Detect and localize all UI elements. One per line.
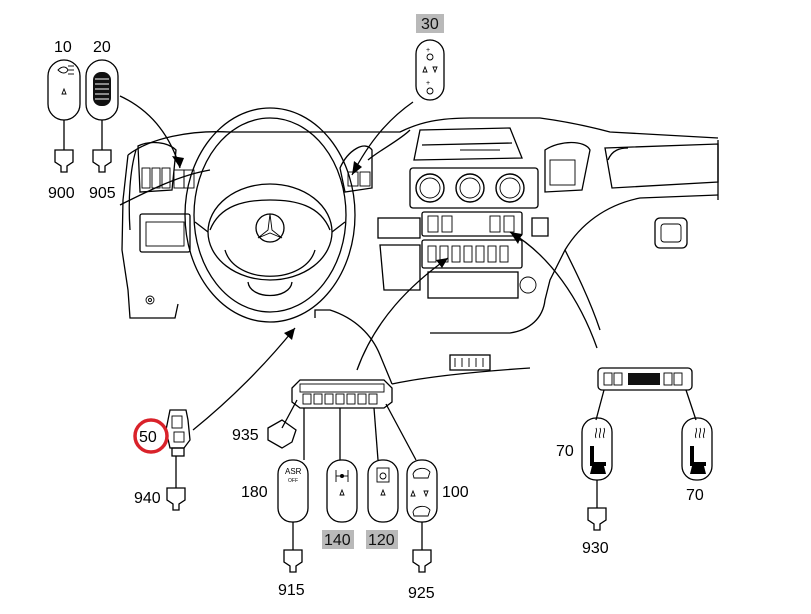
asr-label: ASR <box>285 467 302 476</box>
seat-heater-icon <box>590 427 606 474</box>
part-30-fan-switch: + + <box>415 39 445 101</box>
svg-text:+: + <box>426 80 430 87</box>
connector-935 <box>267 419 297 449</box>
label-935: 935 <box>232 427 259 444</box>
highlight-box-120 <box>366 530 398 549</box>
highlight-box-140 <box>322 530 354 549</box>
label-70-left: 70 <box>556 443 574 460</box>
window-heat-icon <box>376 467 390 483</box>
dashboard-outline <box>119 117 719 385</box>
label-930: 930 <box>582 540 609 557</box>
label-10: 10 <box>54 39 72 56</box>
label-20: 20 <box>93 39 111 56</box>
part-180-asr-switch: ASR OFF <box>277 459 309 573</box>
label-905: 905 <box>89 185 116 202</box>
label-180: 180 <box>241 484 268 501</box>
highlight-box-30 <box>416 14 444 33</box>
heated-rear-window-icon <box>93 72 111 106</box>
label-940: 940 <box>134 490 161 507</box>
center-switch-strip <box>281 379 417 461</box>
part-70-seat-heater-right <box>681 417 713 481</box>
label-925: 925 <box>408 585 435 602</box>
label-900: 900 <box>48 185 75 202</box>
part-100-mirror-switch <box>406 459 438 573</box>
right-switch-strip <box>595 367 697 421</box>
part-120-heater-switch <box>367 459 399 523</box>
label-915: 915 <box>278 582 305 599</box>
label-70-right: 70 <box>686 487 704 504</box>
steering-wheel <box>184 107 356 323</box>
part-number-labels: 10 20 30 900 905 50 940 935 180 140 120 … <box>48 16 704 602</box>
seat-heater-icon <box>690 427 706 474</box>
label-140: 140 <box>324 532 351 549</box>
part-70-seat-heater-left <box>581 417 613 531</box>
fan-speed-icon <box>426 53 434 95</box>
label-100: 100 <box>442 484 469 501</box>
part-50-switch-assembly <box>165 409 191 511</box>
asr-off-label: OFF <box>288 478 298 484</box>
mercedes-star-icon <box>255 213 285 243</box>
part-140-diff-lock-switch <box>326 459 358 523</box>
fog-lamp-icon <box>57 65 74 75</box>
callout-arrows <box>119 95 598 431</box>
mirror-adjust-icon <box>412 467 431 517</box>
part-10-fog-lamp-switch <box>47 59 81 173</box>
label-50: 50 <box>139 429 157 446</box>
circle-marker-50 <box>133 418 169 454</box>
diff-lock-icon <box>335 470 349 482</box>
part-20-heated-window-switch <box>85 59 119 173</box>
label-30: 30 <box>421 16 439 33</box>
svg-text:+: + <box>426 47 430 54</box>
label-120: 120 <box>368 532 395 549</box>
